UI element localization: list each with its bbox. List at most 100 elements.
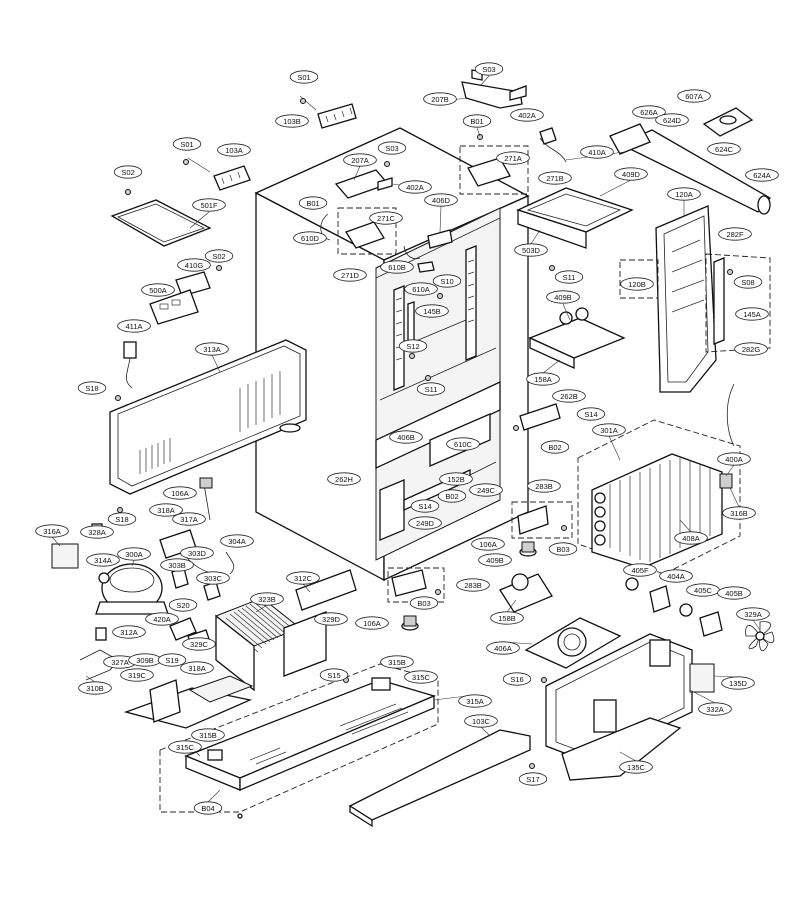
callout-c-420a: 420A: [145, 612, 179, 626]
callout-c-315b: 315B: [380, 655, 414, 669]
callout-c-329a: 329A: [736, 607, 770, 621]
callout-label: S14: [418, 502, 431, 511]
callout-bubble: [409, 596, 439, 610]
callout-label: S03: [385, 144, 398, 153]
callout-label: 315C: [176, 743, 195, 752]
callout-c-314a: 314A: [86, 553, 120, 567]
callout-label: S11: [425, 385, 438, 394]
callout-c-271c: 271C: [369, 211, 403, 225]
callout-label: 315B: [388, 658, 406, 667]
callout-c-301a: 301A: [592, 423, 626, 437]
callout-bubble: [404, 282, 438, 296]
callout-bubble: [580, 145, 614, 159]
part-callouts: S03207B402AB01271AS01103BS01103A207AS034…: [35, 62, 779, 815]
callout-bubble: [717, 586, 751, 600]
callout-label: 145A: [743, 310, 761, 319]
callout-c-158b: 158B: [490, 611, 524, 625]
callout-label: 283B: [464, 581, 482, 590]
callout-bubble: [502, 672, 532, 686]
callout-label: 405B: [725, 589, 743, 598]
callout-bubble: [380, 260, 414, 274]
callout-bubble: [416, 382, 446, 396]
callout-c-607a: 607A: [677, 89, 711, 103]
callout-label: S03: [482, 65, 495, 74]
callout-label: 106A: [171, 489, 189, 498]
callout-label: 402A: [518, 111, 536, 120]
callout-bubble: [614, 167, 648, 181]
callout-label: 318A: [157, 506, 175, 515]
callout-label: 329C: [190, 640, 209, 649]
callout-bubble: [275, 114, 309, 128]
callout-label: 316B: [730, 509, 748, 518]
callout-c-106a: 106A: [163, 486, 197, 500]
callout-c-103a: 103A: [217, 143, 251, 157]
callout-bubble: [193, 801, 223, 815]
callout-bubble: [735, 307, 769, 321]
callout-label: 624A: [753, 171, 771, 180]
callout-bubble: [398, 339, 428, 353]
callout-label: S19: [165, 656, 178, 665]
callout-bubble: [333, 268, 367, 282]
callout-bubble: [380, 655, 414, 669]
callout-c-408a: 408A: [674, 531, 708, 545]
callout-bubble: [546, 290, 580, 304]
callout-label: 409B: [486, 556, 504, 565]
callout-bubble: [554, 270, 584, 284]
callout-label: 315A: [466, 697, 484, 706]
callout-label: B03: [417, 599, 430, 608]
callout-bubble: [369, 211, 403, 225]
callout-label: 408A: [682, 534, 700, 543]
callout-label: 309B: [136, 656, 154, 665]
callout-label: 312A: [120, 628, 138, 637]
callout-label: 405F: [631, 566, 649, 575]
callout-bubble: [527, 479, 561, 493]
callout-bubble: [424, 193, 458, 207]
callout-c-400a: 400A: [717, 452, 751, 466]
callout-c-s10: S10: [432, 274, 462, 288]
callout-label: 405C: [694, 586, 713, 595]
callout-c-s11b: S11: [416, 382, 446, 396]
condenser-coil: [215, 569, 357, 692]
callout-bubble: [78, 681, 112, 695]
callout-bubble: [217, 143, 251, 157]
callout-bubble: [576, 407, 606, 421]
callout-bubble: [107, 512, 137, 526]
callout-c-249d: 249D: [408, 516, 442, 530]
callout-c-329c: 329C: [182, 637, 216, 651]
callout-label: 500A: [149, 286, 167, 295]
callout-bubble: [408, 516, 442, 530]
callout-bubble: [389, 430, 423, 444]
callout-label: S02: [212, 252, 225, 261]
callout-label: 249D: [416, 519, 435, 528]
callout-bubble: [168, 598, 198, 612]
callout-c-s03a: S03: [474, 62, 504, 76]
callout-bubble: [160, 558, 194, 572]
callout-label: 301A: [600, 426, 618, 435]
callout-label: 317A: [180, 515, 198, 524]
callout-bubble: [314, 612, 348, 626]
callout-c-s01: S01: [289, 70, 319, 84]
callout-c-s12: S12: [398, 339, 428, 353]
callout-bubble: [490, 611, 524, 625]
callout-bubble: [552, 389, 586, 403]
callout-bubble: [698, 702, 732, 716]
callout-label: 328A: [88, 528, 106, 537]
back-cover-313a: [109, 339, 307, 495]
callout-bubble: [404, 670, 438, 684]
callout-c-s02: S02: [113, 165, 143, 179]
callout-c-315a: 315A: [458, 694, 492, 708]
callout-bubble: [623, 563, 657, 577]
callout-label: 152B: [447, 475, 465, 484]
callout-label: 323B: [258, 595, 276, 604]
callout-bubble: [112, 625, 146, 639]
callout-c-332a: 332A: [698, 702, 732, 716]
callout-bubble: [538, 171, 572, 185]
callout-c-120a: 120A: [667, 187, 701, 201]
top-trim-parts: [187, 95, 357, 191]
callout-c-328a: 328A: [80, 525, 114, 539]
callout-bubble: [474, 62, 504, 76]
callout-bubble: [632, 105, 666, 119]
callout-label: 310B: [86, 684, 104, 693]
callout-c-s17: S17: [518, 772, 548, 786]
